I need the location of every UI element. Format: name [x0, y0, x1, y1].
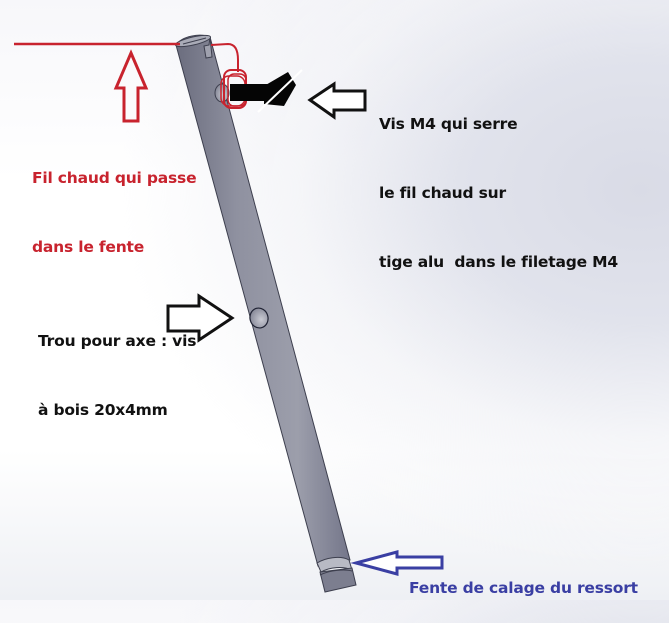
screw-label-line-2: le fil chaud sur — [379, 184, 506, 202]
diagram-canvas — [14, 34, 444, 593]
axle-hole-label-line-2: à bois 20x4mm — [38, 401, 168, 419]
screw-label: Vis M4 qui serre le fil chaud sur tige a… — [379, 67, 618, 297]
spring-slot-label: Fente de calage du ressort — [409, 531, 638, 623]
spring-slot-label-line-1: Fente de calage du ressort — [409, 579, 638, 597]
arrow-up-icon — [113, 49, 149, 123]
axle-hole — [249, 307, 269, 329]
axle-hole-label-line-1: Trou pour axe : vis — [38, 332, 197, 350]
screw-label-line-3: tige alu dans le filetage M4 — [379, 253, 618, 271]
aluminium-rod — [174, 34, 357, 593]
screw-hole — [214, 83, 230, 103]
m4-screw — [230, 69, 303, 113]
axle-hole-label: Trou pour axe : vis à bois 20x4mm — [38, 284, 196, 445]
rod-bottom-end — [319, 567, 357, 593]
hot-wire-label-line-1: Fil chaud qui passe — [32, 169, 197, 187]
arrow-left-icon — [307, 81, 367, 120]
arrow-left-blue-icon — [350, 550, 444, 576]
hot-wire-label: Fil chaud qui passe dans le fente — [32, 121, 197, 282]
hot-wire-loop — [210, 42, 239, 72]
arrow-right-icon — [166, 293, 235, 343]
hot-wire-label-line-2: dans le fente — [32, 238, 145, 256]
screw-shank — [230, 84, 268, 101]
screw-label-line-1: Vis M4 qui serre — [379, 115, 518, 133]
